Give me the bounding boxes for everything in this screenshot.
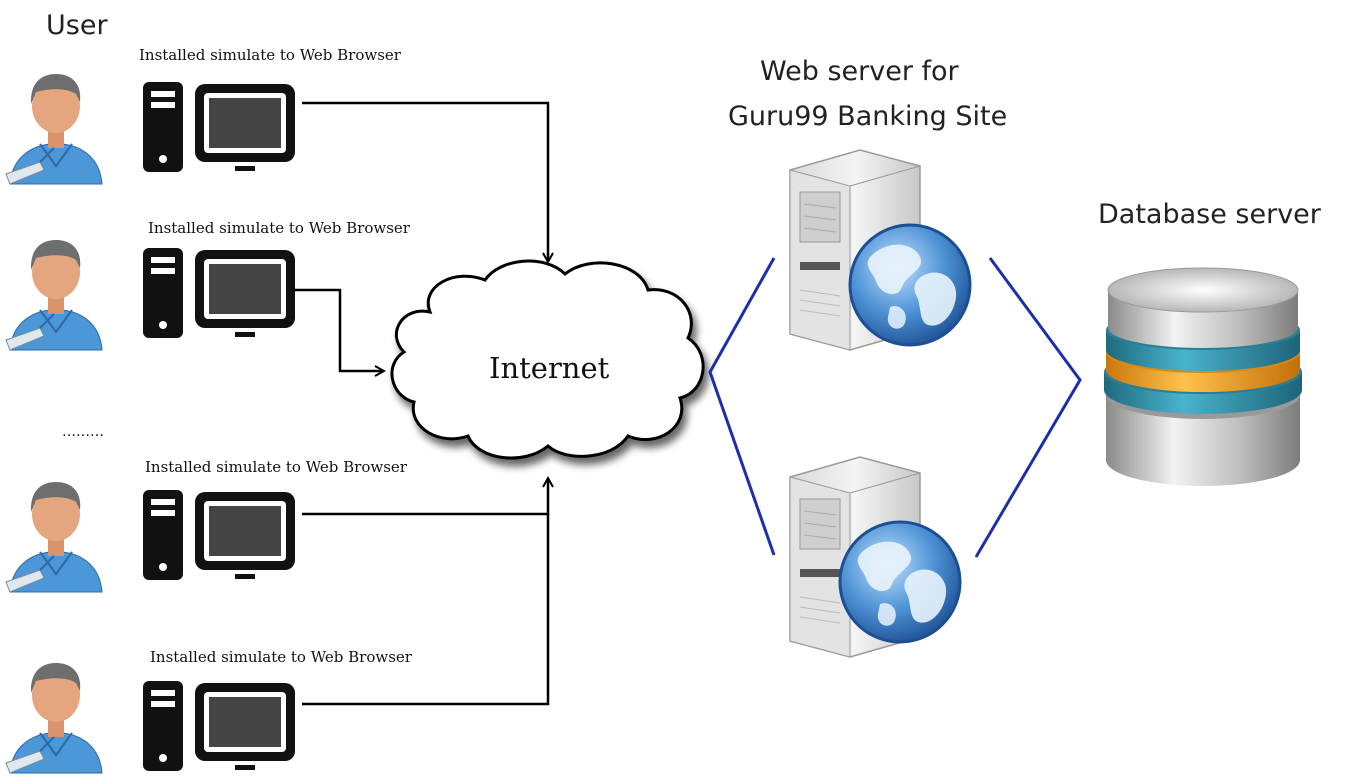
client-row: Installed simulate to Web Browser: [5, 648, 413, 774]
connection-arrow: [302, 101, 548, 262]
desktop-computer-icon: [143, 248, 295, 338]
client-row: Installed simulate to Web Browser: [5, 458, 408, 593]
internet-label: Internet: [489, 351, 610, 385]
web-server-top: [789, 149, 972, 351]
client-row: Installed simulate to Web Browser: [5, 46, 402, 185]
connection-arrow: [293, 288, 384, 371]
database-icon: [1104, 267, 1302, 486]
user-icon: [5, 239, 103, 351]
webserver-to-database-connector: [974, 257, 1082, 558]
webserver-heading-line2: Guru99 Banking Site: [728, 101, 1007, 132]
cloud-icon: [390, 259, 705, 460]
webserver-heading-line1: Web server for: [760, 56, 960, 87]
user-heading: User: [46, 10, 108, 41]
client-caption: Installed simulate to Web Browser: [139, 46, 402, 64]
desktop-computer-icon: [143, 82, 295, 172]
ellipsis-text: ………: [62, 424, 104, 440]
user-icon: [5, 662, 103, 774]
client-row: Installed simulate to Web Browser: [5, 219, 411, 351]
desktop-computer-icon: [143, 490, 295, 580]
web-server-bottom: [789, 456, 962, 658]
connection-arrow: [302, 478, 548, 516]
desktop-computer-icon: [143, 681, 295, 771]
globe-icon: [848, 223, 972, 347]
client-caption: Installed simulate to Web Browser: [150, 648, 413, 666]
client-caption: Installed simulate to Web Browser: [145, 458, 408, 476]
database-heading: Database server: [1098, 199, 1322, 230]
user-icon: [5, 73, 103, 185]
client-caption: Installed simulate to Web Browser: [148, 219, 411, 237]
user-icon: [5, 481, 103, 593]
globe-icon: [838, 520, 962, 644]
connection-line: [302, 514, 550, 706]
internet-to-webserver-connector: [708, 257, 776, 556]
